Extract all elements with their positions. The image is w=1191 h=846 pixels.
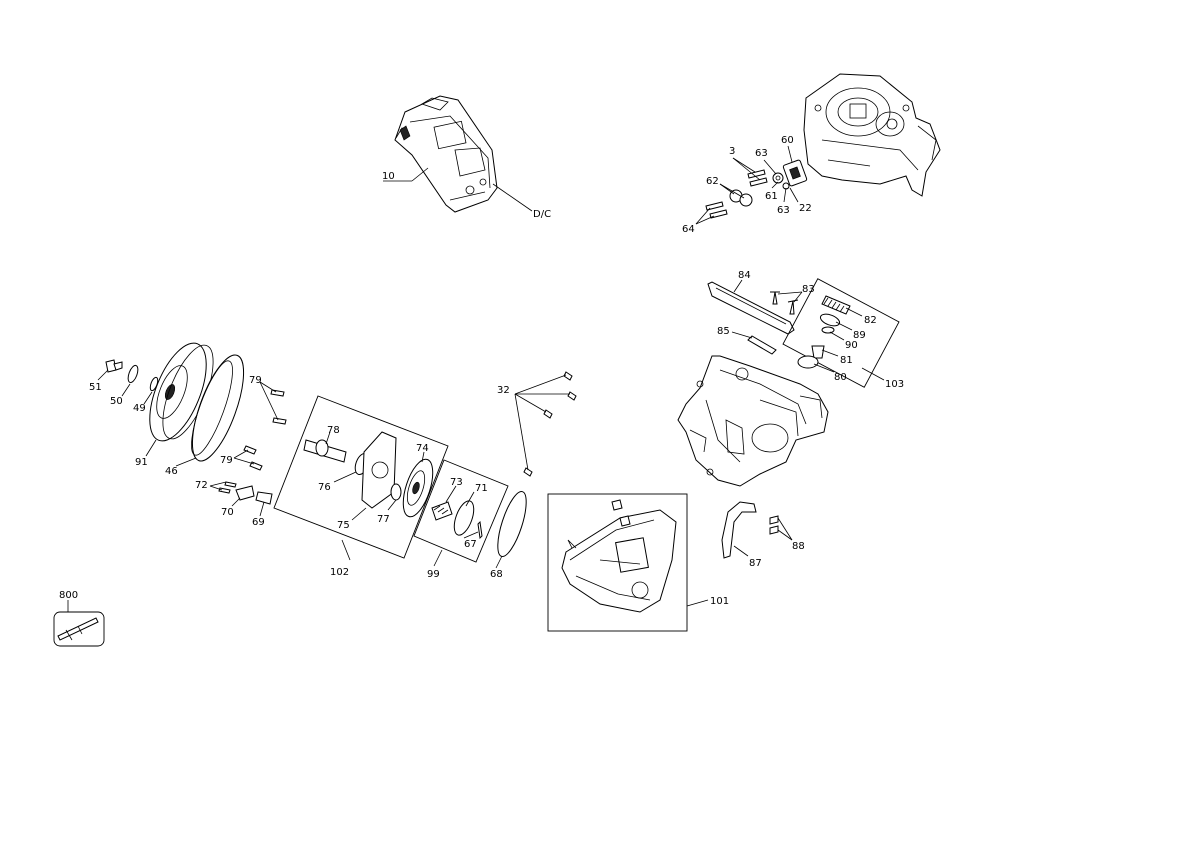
label-91: 91	[135, 457, 148, 468]
label-71: 71	[475, 483, 488, 494]
part-88-screws	[769, 515, 779, 535]
leaders-top-right	[695, 145, 799, 225]
part-89	[819, 313, 841, 327]
part-90	[821, 326, 835, 334]
part-77	[390, 483, 402, 501]
leaders-102	[325, 431, 425, 561]
leader-10b	[411, 167, 429, 182]
leader-68	[495, 555, 503, 569]
label-79b: 79	[220, 455, 233, 466]
label-60: 60	[781, 135, 794, 146]
part-68-belt	[497, 491, 527, 557]
part-75-plate	[361, 431, 397, 509]
label-63b: 63	[777, 205, 790, 216]
label-103: 103	[885, 379, 904, 390]
part-71	[453, 500, 475, 536]
part-84-rail	[707, 281, 795, 335]
label-88: 88	[792, 541, 805, 552]
label-dc: D/C	[533, 209, 551, 220]
leader-101	[686, 599, 709, 607]
label-78: 78	[327, 425, 340, 436]
label-81: 81	[840, 355, 853, 366]
part-80	[797, 355, 819, 369]
part-800-tool	[57, 617, 99, 641]
part-69	[255, 491, 273, 505]
part-79-screws-upper	[270, 389, 287, 425]
label-82: 82	[864, 315, 877, 326]
part-70	[235, 485, 255, 501]
label-22: 22	[799, 203, 812, 214]
part-91-pulley	[149, 342, 214, 442]
label-85: 85	[717, 326, 730, 337]
label-79a: 79	[249, 375, 262, 386]
leaders-99	[433, 485, 479, 567]
label-73: 73	[450, 477, 463, 488]
label-69: 69	[252, 517, 265, 528]
label-49: 49	[133, 403, 146, 414]
part-83-screws	[770, 291, 799, 315]
part-74-gear	[402, 458, 434, 518]
leader-87	[733, 545, 749, 557]
label-102: 102	[330, 567, 349, 578]
part-51-bolt	[105, 359, 123, 373]
top-right-fasteners	[705, 159, 808, 219]
label-800: 800	[59, 590, 78, 601]
label-46: 46	[165, 466, 178, 477]
box-103	[782, 278, 900, 388]
leaders-left	[97, 369, 197, 467]
part-82-gear	[821, 295, 851, 315]
part-81	[811, 345, 825, 359]
label-70: 70	[221, 507, 234, 518]
label-67: 67	[464, 539, 477, 550]
box-99	[413, 459, 509, 563]
leader-dc	[492, 183, 533, 212]
box-102	[273, 395, 449, 559]
gear-housing-top	[803, 73, 941, 197]
label-10: 10	[382, 171, 395, 182]
label-61: 61	[765, 191, 778, 202]
label-50: 50	[110, 396, 123, 407]
label-74: 74	[416, 443, 429, 454]
label-84: 84	[738, 270, 751, 281]
part-46-belt-pulley	[191, 354, 245, 462]
label-90: 90	[845, 340, 858, 351]
label-62: 62	[706, 176, 719, 187]
leader-88a	[777, 517, 793, 541]
part-87-hook	[721, 501, 757, 559]
leaders-79-72	[209, 381, 279, 517]
label-76: 76	[318, 482, 331, 493]
label-32: 32	[497, 385, 510, 396]
label-63a: 63	[755, 148, 768, 159]
gearbox-housing	[677, 355, 829, 487]
label-83: 83	[802, 284, 815, 295]
label-75: 75	[337, 520, 350, 531]
label-80: 80	[834, 372, 847, 383]
leaders-103	[731, 279, 885, 381]
part-73-pinion	[431, 501, 453, 521]
part-78-shaft	[303, 439, 347, 463]
label-77: 77	[377, 514, 390, 525]
box-101	[547, 493, 688, 632]
part-85-pin	[747, 335, 777, 355]
leader-88b	[777, 529, 793, 541]
part-67	[477, 520, 483, 540]
part-10-housing	[394, 95, 498, 213]
label-3: 3	[729, 146, 735, 157]
label-87: 87	[749, 558, 762, 569]
label-51: 51	[89, 382, 102, 393]
label-72: 72	[195, 480, 208, 491]
part-101-assembly	[561, 499, 677, 613]
label-99: 99	[427, 569, 440, 580]
leaders-32	[514, 374, 570, 471]
label-89: 89	[853, 330, 866, 341]
label-68: 68	[490, 569, 503, 580]
part-50-washer	[127, 364, 139, 384]
label-64: 64	[682, 224, 695, 235]
box-800	[53, 611, 105, 647]
label-101: 101	[710, 596, 729, 607]
part-72-pins	[218, 481, 237, 494]
part-79-screws-lower	[243, 445, 263, 471]
